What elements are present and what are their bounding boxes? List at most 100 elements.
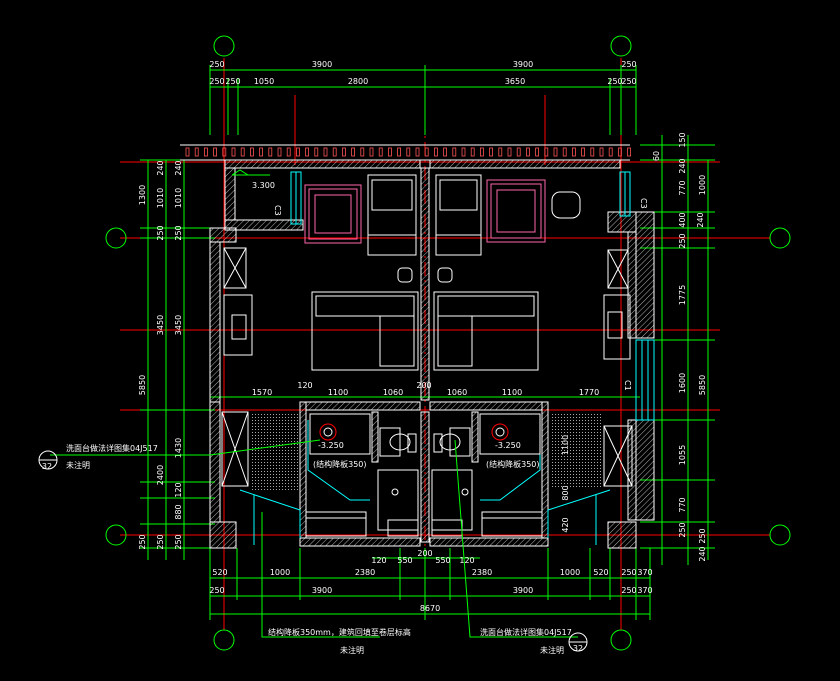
svg-text:800: 800 [561, 485, 570, 500]
dim-text-right-mid: 150 60 240 770 400 240 250 1775 1600 105… [652, 132, 705, 537]
parapet-tick [259, 147, 264, 157]
svg-text:120: 120 [174, 482, 183, 497]
parapet-tick [479, 147, 484, 157]
svg-text:2380: 2380 [355, 568, 375, 577]
parapet-tick [516, 147, 521, 157]
svg-text:未注明: 未注明 [66, 460, 90, 470]
parapet-tick [194, 147, 199, 157]
svg-text:60: 60 [652, 151, 661, 161]
svg-text:5850: 5850 [138, 375, 147, 395]
parapet-tick [627, 147, 631, 157]
callout-bottom-right: 32 洗面台做法详图集04J517 未注明 [454, 439, 588, 655]
parapet-tick [433, 147, 438, 157]
svg-text:250: 250 [225, 77, 240, 86]
svg-text:250: 250 [209, 586, 224, 595]
svg-text:250: 250 [621, 77, 636, 86]
svg-text:250: 250 [209, 77, 224, 86]
svg-text:370: 370 [637, 586, 652, 595]
svg-text:3900: 3900 [312, 586, 332, 595]
svg-text:1600: 1600 [678, 373, 687, 393]
callout-left: 32 洗面台做法详图集04J517 未注明 [38, 439, 321, 471]
dim-text-bottom-row1: 520 250 1000 2380 120 550 200 550 120 23… [212, 549, 652, 577]
svg-text:120: 120 [459, 556, 474, 565]
svg-text:洗面台做法详图集04J517: 洗面台做法详图集04J517 [480, 627, 572, 637]
parapet-tick [277, 147, 282, 157]
parapet-tick [470, 147, 475, 157]
svg-text:未注明: 未注明 [340, 645, 364, 655]
svg-text:3650: 3650 [505, 77, 525, 86]
axis-bubble-left-bottom [105, 524, 127, 546]
parapet-tick [544, 147, 549, 157]
parapet-tick [498, 147, 503, 157]
svg-text:(结构降板350): (结构降板350) [486, 459, 540, 469]
svg-text:32: 32 [42, 462, 52, 471]
svg-text:32: 32 [573, 644, 583, 653]
parapet-tick [240, 147, 245, 157]
svg-text:520: 520 [593, 568, 608, 577]
parapet-tick [295, 147, 300, 157]
svg-text:3450: 3450 [156, 315, 165, 335]
svg-text:(结构降板350): (结构降板350) [313, 459, 367, 469]
svg-text:-3.250: -3.250 [495, 441, 521, 450]
svg-text:550: 550 [397, 556, 412, 565]
parapet-tick [203, 147, 208, 157]
furniture [221, 174, 633, 492]
parapet-tick [572, 147, 576, 157]
parapet-tick [305, 147, 310, 157]
parapet-tick [332, 147, 337, 157]
svg-text:250: 250 [174, 225, 183, 240]
parapet-tick [369, 147, 374, 157]
axis-bubble-top-right [610, 35, 632, 57]
dim-text-total: 8670 [420, 604, 440, 613]
svg-text:1000: 1000 [698, 175, 707, 195]
parapet-tick [452, 147, 457, 157]
svg-text:-3.250: -3.250 [318, 441, 344, 450]
dim-text-right-outer: 1000 5850 250 240 [698, 175, 707, 562]
svg-text:3450: 3450 [174, 315, 183, 335]
parapet-tick [341, 147, 346, 157]
svg-text:1000: 1000 [560, 568, 580, 577]
axis-bubble-right-bottom [769, 524, 791, 546]
svg-text:250: 250 [621, 586, 636, 595]
parapet-tick [397, 147, 402, 157]
svg-text:1060: 1060 [447, 388, 467, 397]
axis-bubble-left-top [105, 227, 127, 249]
parapet-tick [231, 147, 236, 157]
parapet-tick [415, 147, 420, 157]
parapet-tick [562, 147, 567, 157]
svg-text:240: 240 [174, 160, 183, 175]
parapet-tick [608, 147, 613, 157]
windows [239, 171, 655, 545]
svg-text:550: 550 [435, 556, 450, 565]
parapet-tick [599, 147, 604, 157]
svg-text:3900: 3900 [312, 60, 332, 69]
parapet-tick [387, 147, 392, 157]
svg-text:880: 880 [174, 504, 183, 519]
svg-text:1770: 1770 [579, 388, 599, 397]
parapet-tick [360, 147, 365, 157]
svg-text:250: 250 [156, 225, 165, 240]
parapet-tick [222, 147, 227, 157]
svg-text:240: 240 [678, 158, 687, 173]
parapet-tick [443, 147, 448, 157]
dimension-lines [140, 65, 715, 620]
callout-bottom-left: 结构降板350mm，建筑回填至卷层标高 未注明 [261, 512, 411, 655]
axis-bubble-bottom-left [213, 629, 235, 651]
svg-text:240: 240 [156, 160, 165, 175]
svg-text:120: 120 [371, 556, 386, 565]
parapet-tick [185, 147, 190, 157]
svg-text:未注明: 未注明 [540, 645, 564, 655]
svg-text:420: 420 [561, 517, 570, 532]
dim-text-left-mid: 240 1010 250 3450 1430 2400 120 880 250 [156, 160, 183, 549]
parapet-tick [314, 147, 319, 157]
svg-text:1010: 1010 [174, 188, 183, 208]
svg-text:770: 770 [678, 497, 687, 512]
parapet-tick [323, 147, 328, 157]
dim-text-bottom-row2: 250 3900 3900 250 370 [209, 586, 652, 595]
svg-text:250: 250 [621, 60, 636, 69]
svg-text:250: 250 [209, 60, 224, 69]
parapet-tick [489, 147, 494, 157]
svg-text:1050: 1050 [254, 77, 274, 86]
dim-text-top-row1: 250 3900 3900 250 [209, 60, 636, 69]
svg-text:2400: 2400 [156, 465, 165, 485]
